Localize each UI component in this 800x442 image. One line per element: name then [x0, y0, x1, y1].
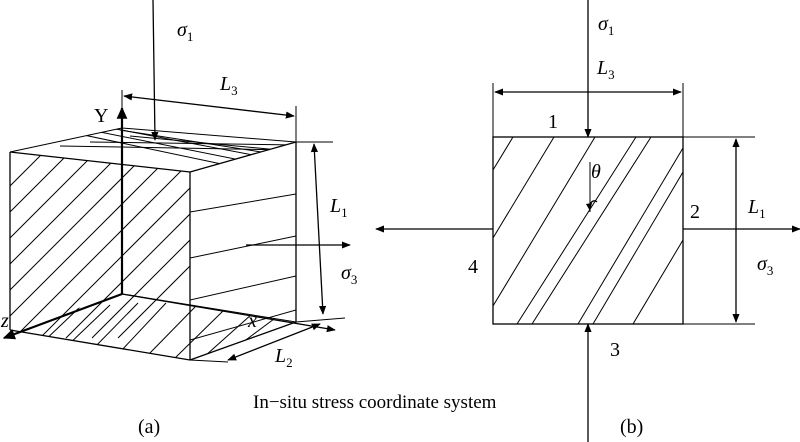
sigma1-label-a: σ1 [177, 19, 193, 44]
dim-l3 [121, 90, 297, 142]
figure-caption: In−situ stress coordinate system [253, 392, 497, 413]
dim-l2 [189, 323, 321, 363]
square-hatching [493, 137, 683, 324]
extension-lines-b [492, 83, 755, 325]
sigma3-label-a: σ3 [341, 262, 357, 287]
cube-front-hatching [10, 152, 190, 339]
y-axis-label: Y [94, 105, 108, 127]
panel-a-label: (a) [138, 416, 160, 438]
face-3-label: 3 [610, 339, 620, 361]
sigma3-label-b: σ3 [757, 253, 773, 278]
panel-b: σ1 L3 1 θ 2 L1 4 σ3 3 (b) [375, 0, 800, 442]
cube-edges [9, 127, 297, 361]
theta-label: θ [591, 161, 601, 183]
z-axis-label: z [0, 310, 9, 332]
panel-a: σ1 L3 Y L1 σ3 x z L2 (a) [0, 0, 357, 438]
dim-l1 [296, 141, 333, 315]
l3-label-b: L3 [596, 57, 615, 82]
l3-label-a: L3 [219, 73, 238, 98]
sigma1-arrow-a [151, 0, 159, 141]
face-1-label: 1 [548, 111, 558, 133]
sigma1-label-b: σ1 [598, 13, 614, 38]
l1-label-a: L1 [329, 195, 348, 220]
l1-label-b: L1 [747, 196, 766, 221]
cube-right-hatching [190, 193, 296, 341]
x-axis-label: x [247, 310, 257, 332]
stress-square [492, 136, 684, 325]
face-4-label: 4 [468, 256, 478, 278]
l2-label-a: L2 [274, 345, 293, 370]
panel-b-label: (b) [620, 416, 643, 438]
face-2-label: 2 [690, 201, 700, 223]
